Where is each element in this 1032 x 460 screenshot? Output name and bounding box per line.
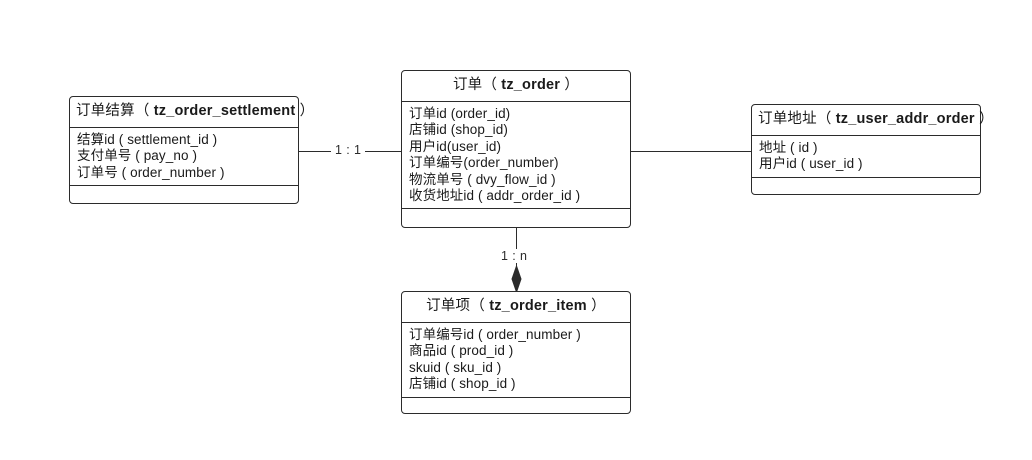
entity-title-cn: 订单结算: [76, 103, 135, 119]
entity-title-tz-order-item: 订单项（ tz_order_item ）: [402, 292, 630, 323]
entity-field: 地址 ( id ): [759, 139, 818, 155]
entity-footer-tz-user-addr-order: [752, 178, 980, 194]
entity-title-tz-order: 订单（ tz_order ）: [402, 71, 630, 102]
entity-field: 支付单号 ( pay_no ): [77, 148, 198, 164]
entity-title-cn: 订单: [452, 77, 483, 93]
entity-title-paren-open: （: [470, 298, 490, 314]
filled-diamond-arrow-icon: [511, 266, 522, 292]
entity-tz-order-item[interactable]: 订单项（ tz_order_item ） 订单编号id ( order_numb…: [401, 291, 631, 414]
entity-title-table: tz_user_addr_order: [835, 111, 975, 127]
entity-field: 物流单号 ( dvy_flow_id ): [409, 171, 556, 187]
entity-field: skuid ( sku_id ): [409, 359, 502, 375]
entity-fields-tz-order-settlement: 结算id ( settlement_id ) 支付单号 ( pay_no ) 订…: [70, 128, 298, 187]
entity-footer-tz-order-item: [402, 398, 630, 413]
entity-field: 订单编号(order_number): [409, 155, 559, 171]
entity-title-paren-close: ）: [974, 111, 994, 127]
entity-title-table: tz_order_item: [489, 298, 587, 314]
entity-field: 订单id (order_id): [409, 105, 511, 121]
edge-order-address: [631, 151, 751, 152]
entity-field: 收货地址id ( addr_order_id ): [409, 187, 581, 203]
entity-footer-tz-order: [402, 209, 630, 227]
entity-fields-tz-order-item: 订单编号id ( order_number ) 商品id ( prod_id )…: [402, 323, 630, 398]
edge-label-settlement-order: 1 : 1: [331, 143, 366, 157]
entity-title-paren-close: ）: [560, 77, 580, 93]
entity-field: 商品id ( prod_id ): [409, 343, 514, 359]
entity-field: 结算id ( settlement_id ): [77, 131, 218, 147]
entity-footer-tz-order-settlement: [70, 186, 298, 203]
edge-label-order-orderitem: 1 : n: [497, 249, 532, 263]
entity-title-cn: 订单地址: [758, 111, 817, 127]
entity-fields-tz-user-addr-order: 地址 ( id ) 用户id ( user_id ): [752, 136, 980, 178]
entity-field: 订单编号id ( order_number ): [409, 326, 581, 342]
entity-tz-order-settlement[interactable]: 订单结算（ tz_order_settlement ） 结算id ( settl…: [69, 96, 314, 204]
entity-field: 店铺id (shop_id): [409, 122, 508, 138]
entity-title-cn: 订单项: [426, 298, 471, 314]
entity-tz-user-addr-order[interactable]: 订单地址（ tz_user_addr_order ） 地址 ( id ) 用户i…: [751, 104, 993, 195]
entity-title-paren-open: （: [482, 77, 502, 93]
entity-title-paren-open: （: [816, 111, 836, 127]
entity-title-tz-user-addr-order: 订单地址（ tz_user_addr_order ）: [752, 105, 993, 136]
entity-field: 用户id ( user_id ): [759, 156, 863, 172]
entity-title-paren-open: （: [134, 103, 154, 119]
entity-field: 订单号 ( order_number ): [77, 164, 225, 180]
entity-title-table: tz_order_settlement: [153, 103, 296, 119]
entity-title-paren-close: ）: [586, 298, 606, 314]
entity-field: 店铺id ( shop_id ): [409, 376, 516, 392]
entity-title-paren-close: ）: [295, 103, 315, 119]
entity-title-table: tz_order: [501, 77, 561, 93]
entity-field: 用户id(user_id): [409, 138, 502, 154]
entity-fields-tz-order: 订单id (order_id) 店铺id (shop_id) 用户id(user…: [402, 102, 630, 210]
entity-tz-order[interactable]: 订单（ tz_order ） 订单id (order_id) 店铺id (sho…: [401, 70, 631, 228]
entity-title-tz-order-settlement: 订单结算（ tz_order_settlement ）: [70, 97, 314, 128]
